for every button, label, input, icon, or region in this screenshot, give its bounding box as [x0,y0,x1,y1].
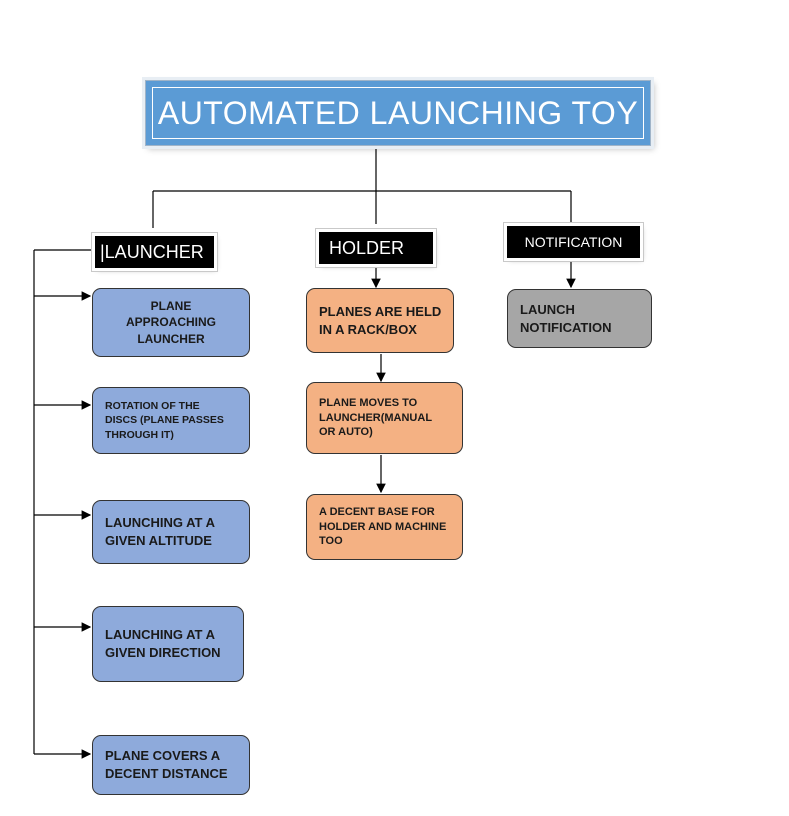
holder-header: HOLDER [319,232,433,264]
launcher-step-5-label: PLANE COVERS A DECENT DISTANCE [105,748,228,781]
holder-step-3: A DECENT BASE FOR HOLDER AND MACHINE TOO [306,494,463,560]
notification-step-1-label: LAUNCH NOTIFICATION [520,301,612,335]
page-title: AUTOMATED LAUNCHING TOY [152,87,644,139]
launcher-step-5: PLANE COVERS A DECENT DISTANCE [92,735,250,795]
launcher-step-2-label: ROTATION OF THE DISCS (PLANE PASSES THRO… [105,400,224,441]
launcher-step-1: PLANE APPROACHING LAUNCHER [92,288,250,357]
holder-step-2: PLANE MOVES TO LAUNCHER(MANUAL OR AUTO) [306,382,463,454]
holder-step-1-label: PLANES ARE HELD IN A RACK/BOX [319,303,442,337]
holder-step-2-label: PLANE MOVES TO LAUNCHER(MANUAL OR AUTO) [319,396,433,439]
holder-step-1: PLANES ARE HELD IN A RACK/BOX [306,288,454,353]
holder-step-3-label: A DECENT BASE FOR HOLDER AND MACHINE TOO [319,505,447,548]
notification-header: NOTIFICATION [507,226,640,258]
launcher-step-4: LAUNCHING AT A GIVEN DIRECTION [92,606,244,682]
launcher-step-3-label: LAUNCHING AT A GIVEN ALTITUDE [105,515,216,548]
launcher-step-2: ROTATION OF THE DISCS (PLANE PASSES THRO… [92,387,250,454]
title-box: AUTOMATED LAUNCHING TOY [145,80,651,146]
notification-step-1: LAUNCH NOTIFICATION [507,289,652,348]
launcher-header: |LAUNCHER [95,236,214,268]
launcher-step-4-label: LAUNCHING AT A GIVEN DIRECTION [105,627,221,660]
launcher-step-1-label: PLANE APPROACHING LAUNCHER [125,299,216,346]
launcher-step-3: LAUNCHING AT A GIVEN ALTITUDE [92,500,250,564]
